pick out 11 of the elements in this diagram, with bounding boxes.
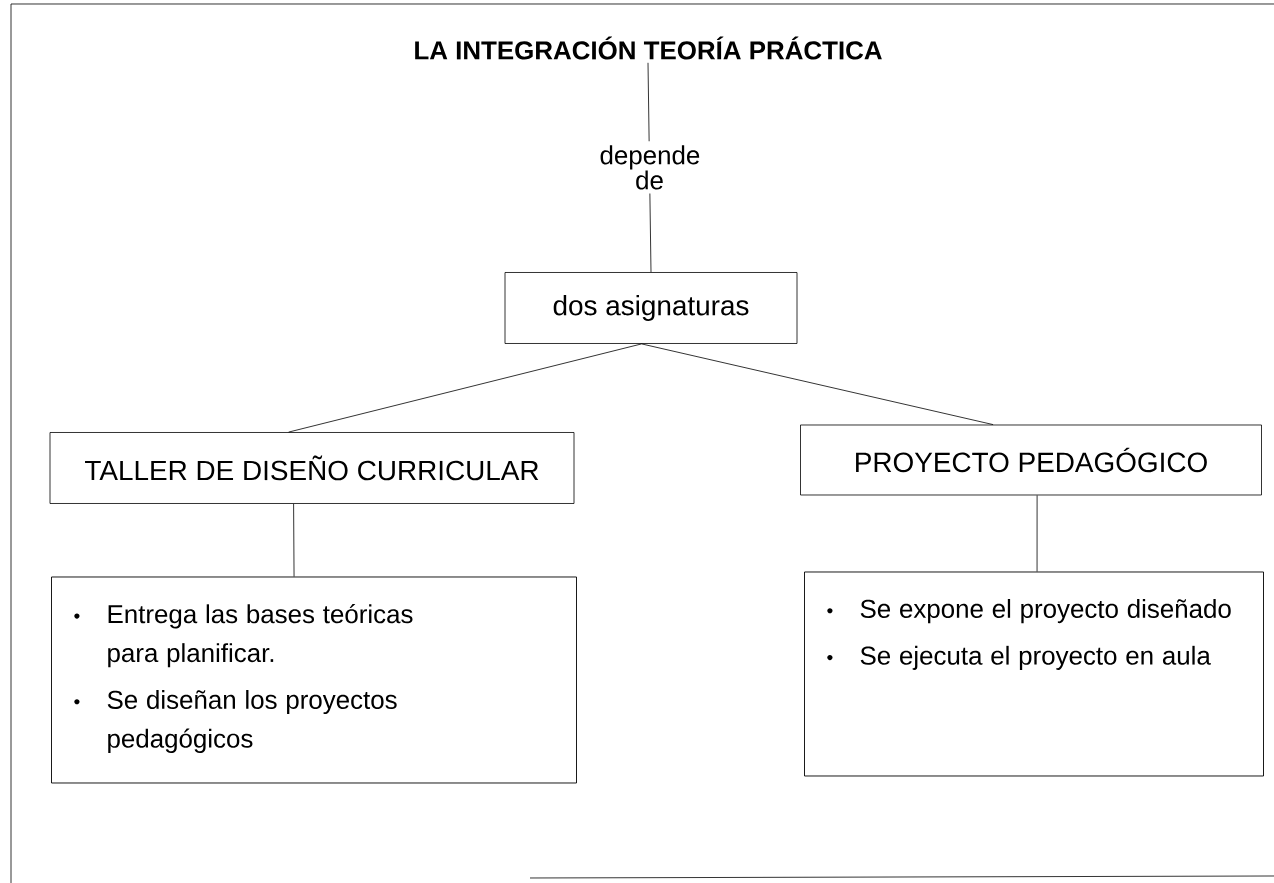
list-box: Se expone el proyecto diseñado Se ejecuta el proyecto en aula [804,571,1264,777]
concept-box: dos asignaturas [504,272,798,344]
concept-box: TALLER DE DISEÑO CURRICULAR [49,432,575,504]
connector-line [293,503,295,577]
concept-box: PROYECTO PEDAGÓGICO [800,424,1262,496]
connector-line [288,343,642,433]
edge-label: depende de [595,141,704,194]
list-box: Entrega las bases teóricas para planificar. Se diseñan los proyectos pedagógicos [51,576,577,784]
connector-line [641,343,994,425]
title-text: LA INTEGRACIÓN TEORÍA PRÁCTICA [415,36,882,60]
connector-line [1036,495,1038,572]
